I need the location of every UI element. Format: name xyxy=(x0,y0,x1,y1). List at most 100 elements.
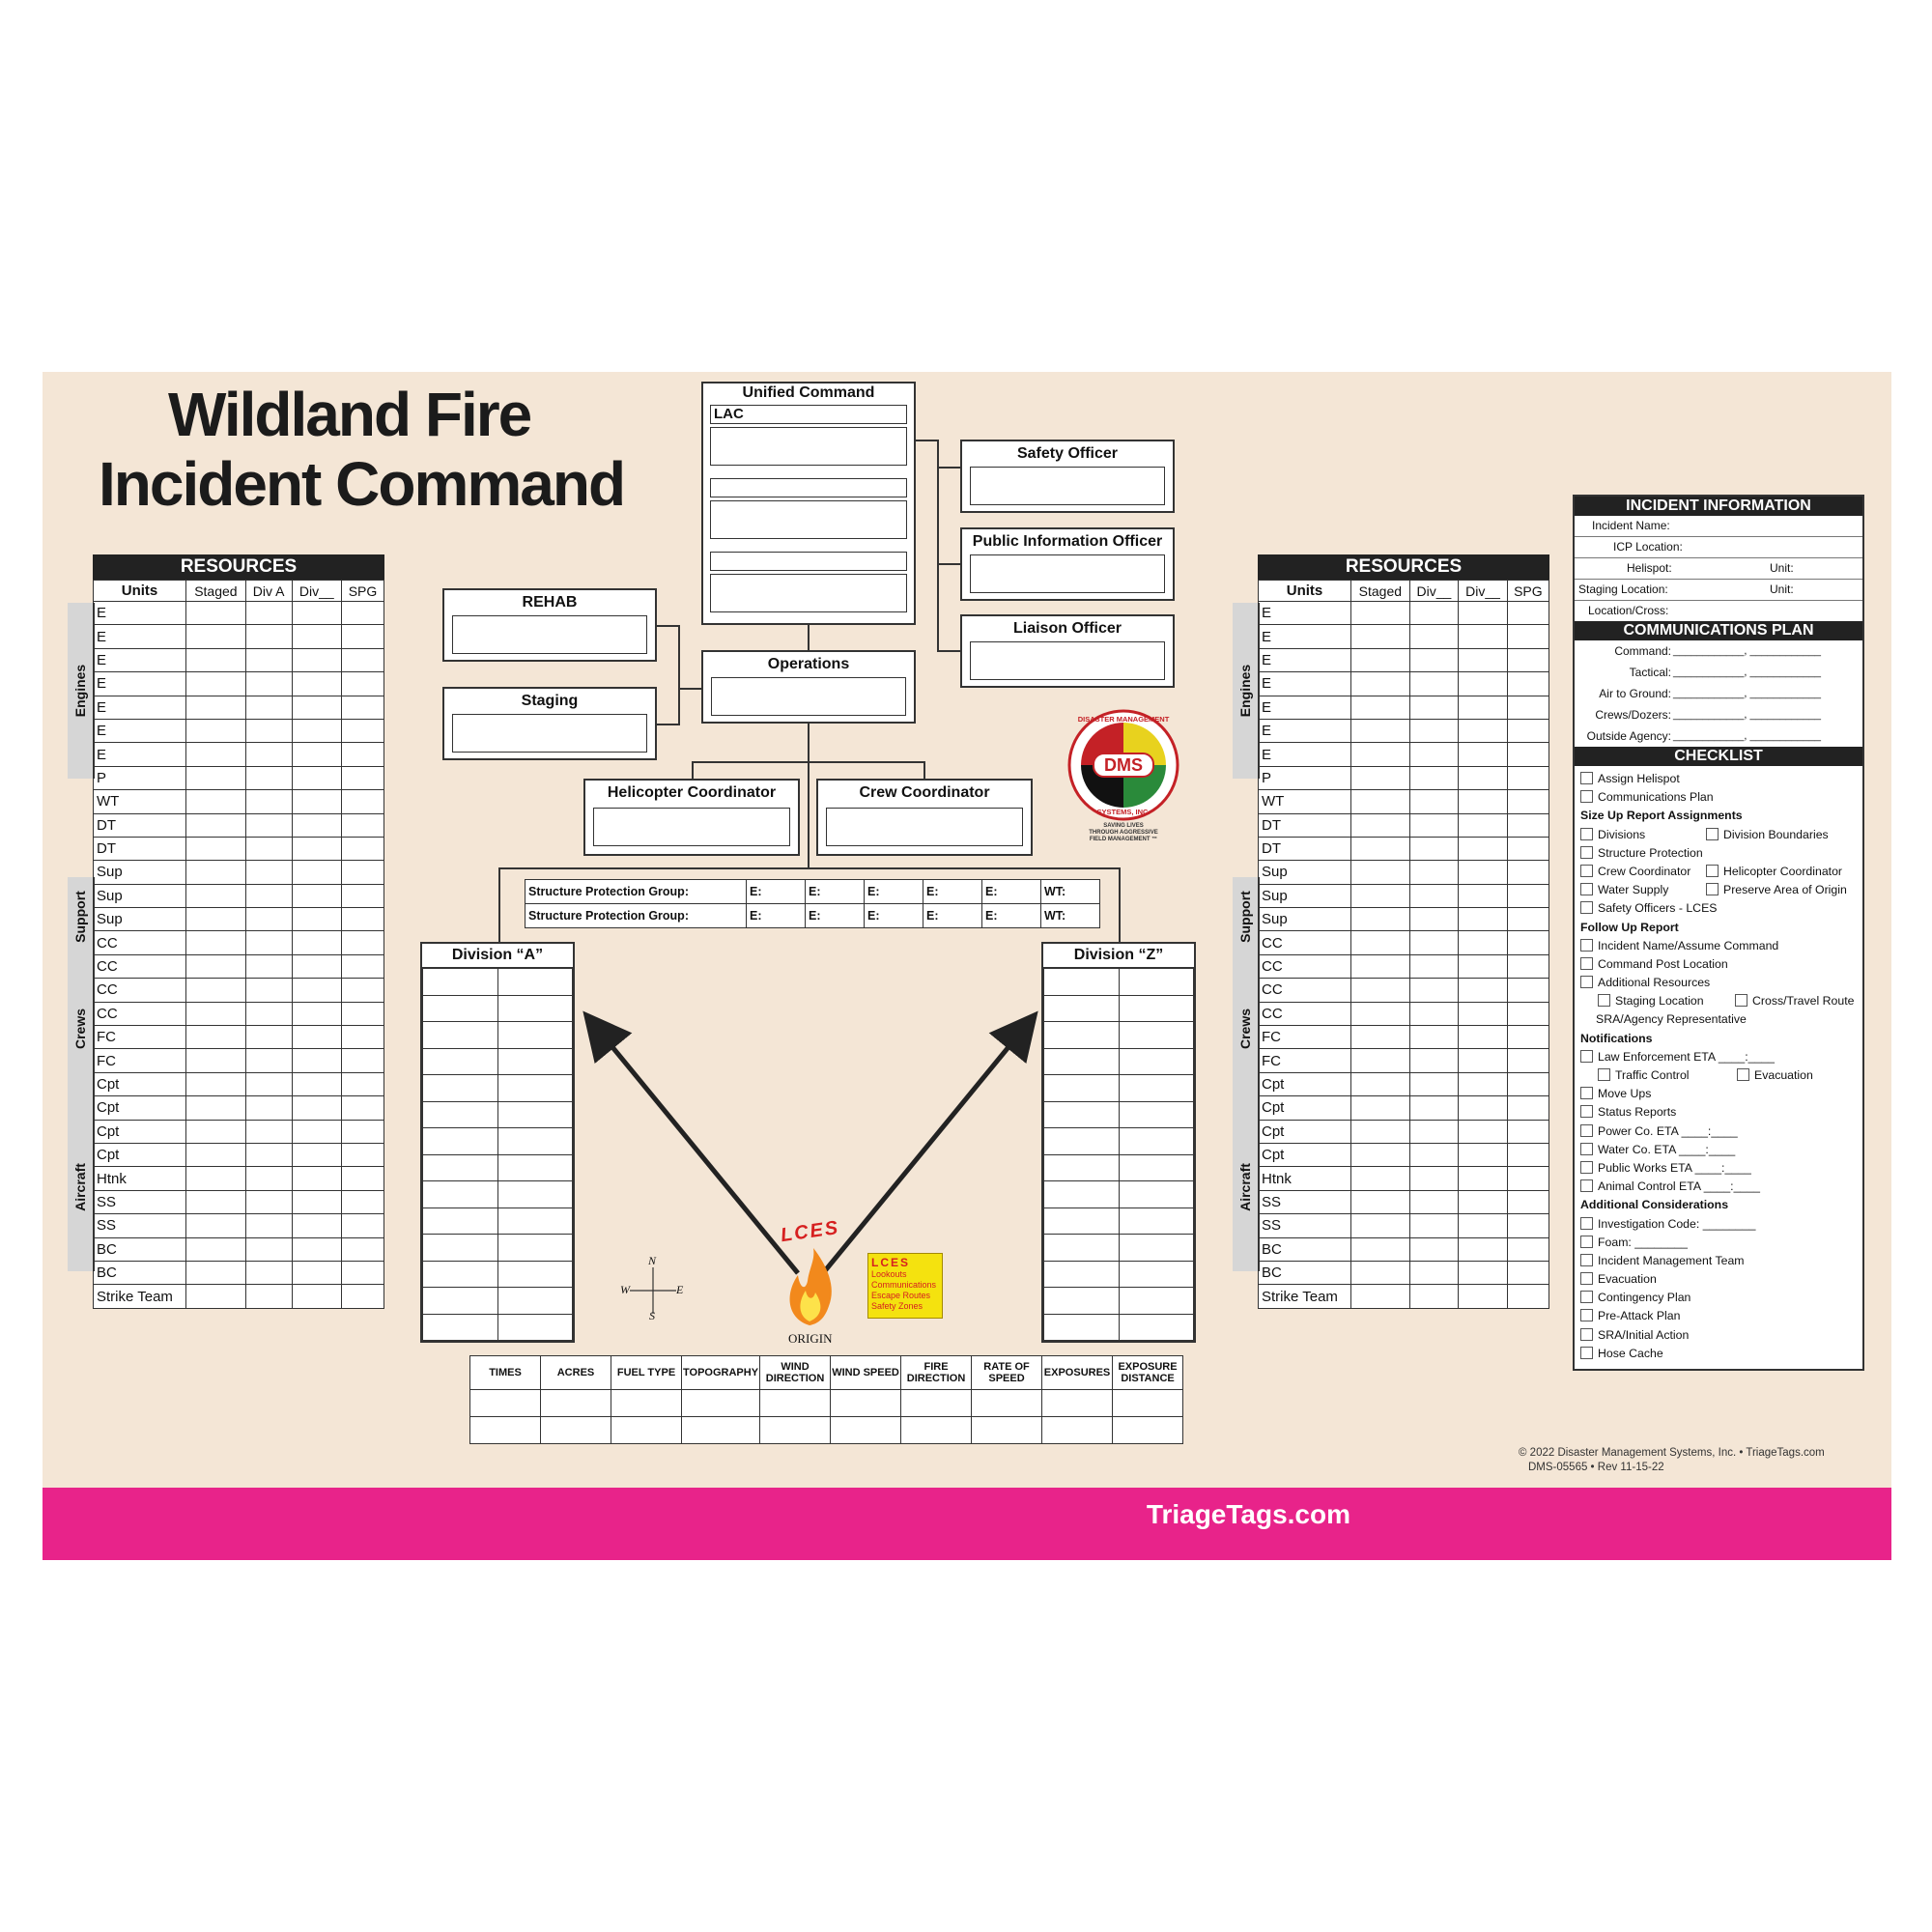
checklist-item[interactable]: Contingency Plan xyxy=(1575,1289,1862,1307)
resource-cell[interactable] xyxy=(291,978,342,1003)
division-cell[interactable] xyxy=(1118,1313,1194,1341)
resource-cell[interactable] xyxy=(185,718,246,744)
resource-cell[interactable] xyxy=(185,789,246,814)
comms-row[interactable]: Outside Agency:____________, ___________… xyxy=(1575,725,1862,747)
checkbox[interactable] xyxy=(1580,827,1593,840)
division-cell[interactable] xyxy=(497,1234,573,1262)
resource-cell[interactable] xyxy=(1458,1213,1508,1238)
checklist-item[interactable]: Safety Officers - LCES xyxy=(1575,899,1862,918)
resource-cell[interactable] xyxy=(340,1260,385,1286)
command-field[interactable] xyxy=(710,427,907,466)
resource-cell[interactable] xyxy=(1458,1001,1508,1027)
checkbox[interactable] xyxy=(1580,772,1593,784)
resource-cell[interactable] xyxy=(1408,1166,1460,1191)
resource-cell[interactable] xyxy=(291,1142,342,1168)
resource-cell[interactable] xyxy=(1506,1213,1550,1238)
resource-cell[interactable] xyxy=(340,600,385,626)
resource-cell[interactable] xyxy=(340,1025,385,1050)
resource-cell[interactable] xyxy=(1458,671,1508,696)
resource-cell[interactable] xyxy=(185,1284,246,1309)
division-cell[interactable] xyxy=(422,994,498,1022)
resource-cell[interactable] xyxy=(1506,1189,1550,1215)
resource-cell[interactable] xyxy=(291,1119,342,1144)
division-cell[interactable] xyxy=(422,1313,498,1341)
resource-cell[interactable] xyxy=(1506,930,1550,955)
resource-cell[interactable] xyxy=(1408,600,1460,626)
resource-cell[interactable] xyxy=(291,1095,342,1121)
division-cell[interactable] xyxy=(1118,1180,1194,1208)
resource-cell[interactable] xyxy=(1506,1095,1550,1121)
resource-cell[interactable] xyxy=(1506,695,1550,720)
resource-cell[interactable] xyxy=(185,1071,246,1097)
resource-cell[interactable] xyxy=(244,953,293,980)
division-cell[interactable] xyxy=(1043,1074,1120,1102)
resource-cell[interactable] xyxy=(244,883,293,909)
fire-behavior-cell[interactable] xyxy=(971,1416,1043,1444)
checkbox[interactable] xyxy=(1580,976,1593,989)
resource-cell[interactable] xyxy=(1506,765,1550,791)
division-cell[interactable] xyxy=(497,1021,573,1049)
resource-cell[interactable] xyxy=(1408,860,1460,885)
checkbox[interactable] xyxy=(1580,1160,1593,1174)
checkbox[interactable] xyxy=(1580,1142,1593,1155)
division-cell[interactable] xyxy=(422,1127,498,1155)
resource-cell[interactable] xyxy=(185,1166,246,1191)
resource-cell[interactable] xyxy=(1506,671,1550,696)
checklist-item[interactable]: Hose Cache xyxy=(1575,1345,1862,1363)
fire-behavior-cell[interactable] xyxy=(611,1389,682,1417)
resource-cell[interactable] xyxy=(185,671,246,696)
resource-cell[interactable] xyxy=(291,836,342,862)
resource-cell[interactable] xyxy=(1408,812,1460,838)
division-cell[interactable] xyxy=(422,1100,498,1128)
checklist-item[interactable]: Pre-Attack Plan xyxy=(1575,1307,1862,1325)
resource-cell[interactable] xyxy=(185,647,246,673)
checkbox[interactable] xyxy=(1706,864,1719,877)
division-cell[interactable] xyxy=(422,1287,498,1315)
resource-cell[interactable] xyxy=(244,1119,293,1144)
command-field[interactable] xyxy=(710,574,907,612)
spg-engine-field[interactable]: E: xyxy=(981,879,1041,904)
fire-behavior-cell[interactable] xyxy=(680,1416,761,1444)
division-cell[interactable] xyxy=(422,1180,498,1208)
division-cell[interactable] xyxy=(1118,1234,1194,1262)
resource-cell[interactable] xyxy=(340,1166,385,1191)
fire-behavior-cell[interactable] xyxy=(1112,1389,1184,1417)
resource-cell[interactable] xyxy=(244,978,293,1003)
resource-cell[interactable] xyxy=(340,1142,385,1168)
resource-cell[interactable] xyxy=(291,1189,342,1215)
division-cell[interactable] xyxy=(1043,1180,1120,1208)
resource-cell[interactable] xyxy=(1506,953,1550,980)
resource-cell[interactable] xyxy=(291,907,342,932)
checklist-item[interactable]: Public Works ETA ____:____ xyxy=(1575,1159,1862,1178)
division-cell[interactable] xyxy=(422,1153,498,1181)
spg-engine-field[interactable]: E: xyxy=(864,903,923,928)
checklist-item[interactable]: Evacuation xyxy=(1575,1270,1862,1289)
resource-cell[interactable] xyxy=(185,1095,246,1121)
resource-cell[interactable] xyxy=(1458,647,1508,673)
fire-behavior-cell[interactable] xyxy=(680,1389,761,1417)
resource-cell[interactable] xyxy=(1506,647,1550,673)
comms-row[interactable]: Command:____________, ____________ xyxy=(1575,640,1862,662)
resource-cell[interactable] xyxy=(1350,1095,1410,1121)
checkbox[interactable] xyxy=(1735,994,1747,1008)
staging-field[interactable] xyxy=(452,714,647,753)
fire-behavior-cell[interactable] xyxy=(469,1416,541,1444)
checkbox[interactable] xyxy=(1598,994,1610,1008)
resource-cell[interactable] xyxy=(1408,883,1460,909)
division-cell[interactable] xyxy=(1118,1153,1194,1181)
resource-cell[interactable] xyxy=(1350,1071,1410,1097)
division-cell[interactable] xyxy=(422,1207,498,1235)
resource-cell[interactable] xyxy=(340,1213,385,1238)
division-cell[interactable] xyxy=(497,1153,573,1181)
resource-cell[interactable] xyxy=(1408,1095,1460,1121)
checkbox[interactable] xyxy=(1737,1068,1749,1081)
checkbox[interactable] xyxy=(1580,790,1593,804)
crew-coordinator-field[interactable] xyxy=(826,808,1023,846)
checkbox[interactable] xyxy=(1580,883,1593,896)
website-link[interactable]: TriageTags.com xyxy=(1146,1499,1350,1529)
resource-cell[interactable] xyxy=(1408,1260,1460,1286)
resource-cell[interactable] xyxy=(1506,718,1550,744)
checklist-item[interactable]: Law Enforcement ETA ____:____ xyxy=(1575,1048,1862,1066)
division-cell[interactable] xyxy=(1118,1100,1194,1128)
resource-cell[interactable] xyxy=(185,1142,246,1168)
